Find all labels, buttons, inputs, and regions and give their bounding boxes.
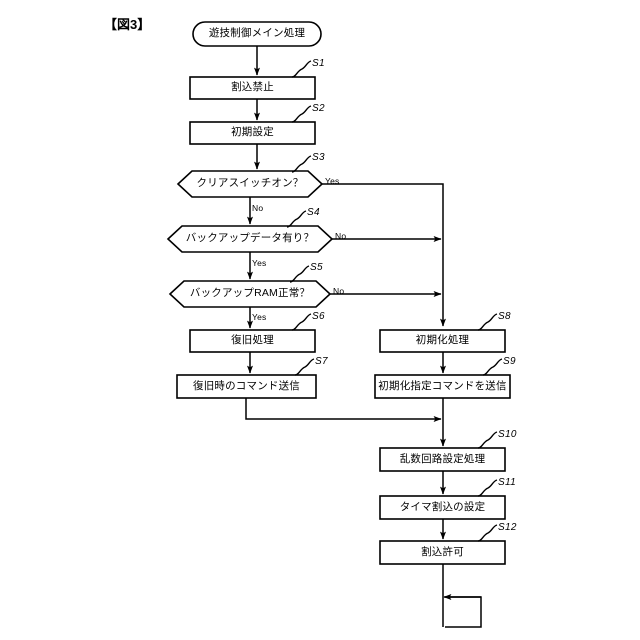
step-label-s12: S12 bbox=[498, 522, 517, 533]
node-label-s2: 初期設定 bbox=[231, 126, 274, 139]
leader-s12 bbox=[477, 524, 498, 542]
step-label-s2: S2 bbox=[312, 103, 325, 114]
leader-s4 bbox=[286, 210, 307, 228]
node-label-s5: バックアップRAM正常？ bbox=[189, 287, 311, 300]
figure-caption: 【図3】 bbox=[104, 17, 151, 32]
step-label-s5: S5 bbox=[310, 262, 323, 273]
edge-label-s5-yes: Yes bbox=[252, 312, 267, 322]
node-label-s10: 乱数回路設定処理 bbox=[399, 452, 486, 465]
step-label-s10: S10 bbox=[498, 429, 517, 440]
leader-s8 bbox=[477, 313, 498, 331]
edge-s7-merge-into-main bbox=[245, 398, 442, 422]
step-label-s7: S7 bbox=[315, 356, 328, 367]
node-label-s11: タイマ割込の設定 bbox=[399, 500, 486, 513]
node-label-s7: 復旧時のコマンド送信 bbox=[193, 379, 300, 392]
node-label-s9: 初期化指定コマンドを送信 bbox=[378, 379, 507, 392]
node-label-s8: 初期化処理 bbox=[415, 334, 470, 347]
node-label-s3: クリアスイッチオン？ bbox=[196, 177, 304, 190]
edge-label-s3-no: No bbox=[252, 203, 264, 213]
leader-s2 bbox=[291, 105, 312, 123]
leader-s11 bbox=[477, 479, 498, 497]
edge-label-s3-yes: Yes bbox=[325, 176, 340, 186]
leader-s1 bbox=[291, 60, 312, 78]
step-label-s3: S3 bbox=[312, 152, 325, 163]
leader-s7 bbox=[294, 358, 315, 376]
step-label-s1: S1 bbox=[312, 58, 325, 69]
node-label-s6: 復旧処理 bbox=[231, 334, 274, 347]
leader-s9 bbox=[482, 358, 503, 376]
node-label-start: 遊技制御メイン処理 bbox=[208, 27, 306, 40]
node-s1-process bbox=[189, 76, 316, 100]
leader-s5 bbox=[289, 265, 310, 283]
step-label-s6: S6 bbox=[312, 311, 325, 322]
node-s2-process bbox=[189, 121, 316, 145]
leader-s6 bbox=[291, 313, 312, 331]
edge-s3-yes-to-right-rail bbox=[322, 183, 446, 327]
loop-back-path bbox=[445, 596, 482, 628]
edge-label-s5-no: No bbox=[333, 286, 345, 296]
edge-label-s4-no: No bbox=[335, 231, 347, 241]
node-label-s1: 割込禁止 bbox=[231, 81, 274, 94]
node-s6-process bbox=[189, 329, 316, 353]
step-label-s8: S8 bbox=[498, 311, 511, 322]
node-label-s12: 割込許可 bbox=[421, 545, 464, 558]
step-label-s9: S9 bbox=[503, 356, 516, 367]
step-label-s4: S4 bbox=[307, 207, 320, 218]
leader-s10 bbox=[477, 431, 498, 449]
edge-label-s4-yes: Yes bbox=[252, 258, 267, 268]
step-label-s11: S11 bbox=[498, 477, 516, 488]
leader-s3 bbox=[291, 155, 312, 173]
node-label-s4: バックアップデータ有り？ bbox=[185, 232, 315, 245]
